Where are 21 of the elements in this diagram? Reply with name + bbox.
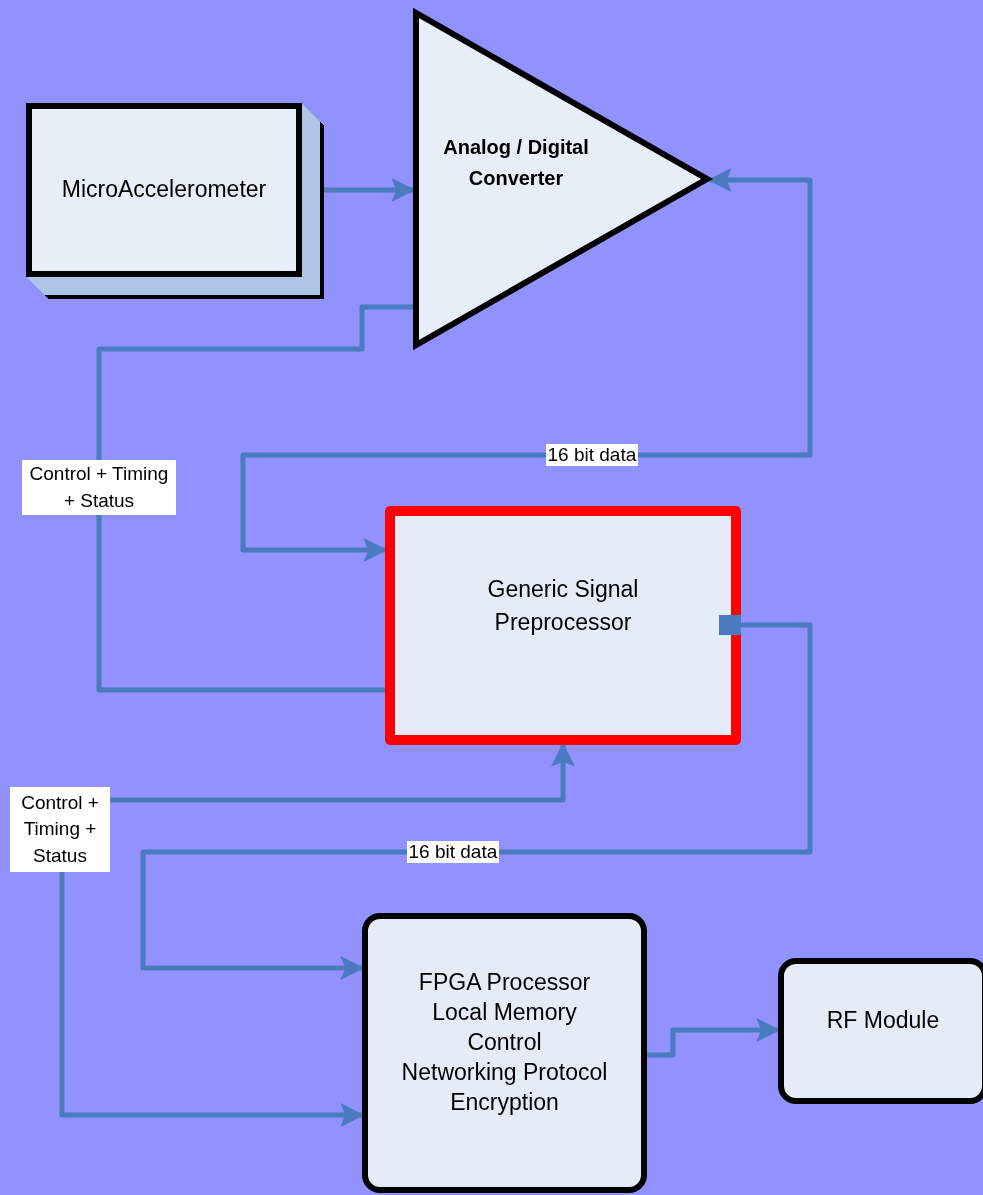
edge-label: Control + Timing + Status [22, 459, 176, 515]
node-label: FPGA Processor [418, 968, 591, 998]
converter-triangle [413, 10, 710, 348]
node-label: Networking Protocol [401, 1057, 608, 1087]
edge-label: 16 bit data [545, 443, 639, 467]
signal-label [10, 787, 110, 872]
connector-line [96, 304, 413, 693]
arrow [240, 168, 813, 562]
node-label: Control [467, 1028, 542, 1058]
node-label: Encryption [450, 1087, 559, 1117]
node-label: Local Memory [432, 998, 577, 1028]
process-box [362, 913, 647, 1193]
process-box [385, 506, 741, 745]
process-box [778, 958, 983, 1104]
arrow [140, 622, 813, 980]
edge-label: 16 bit data [406, 840, 500, 864]
node-label: MicroAccelerometer [61, 175, 267, 205]
signal-label-text: Control + Timing + Status [20, 791, 100, 868]
node-label: RF Module [826, 1006, 940, 1036]
node-label: Generic Signal Preprocessor [486, 575, 640, 637]
node-label: Analog / Digital Converter [442, 135, 590, 191]
